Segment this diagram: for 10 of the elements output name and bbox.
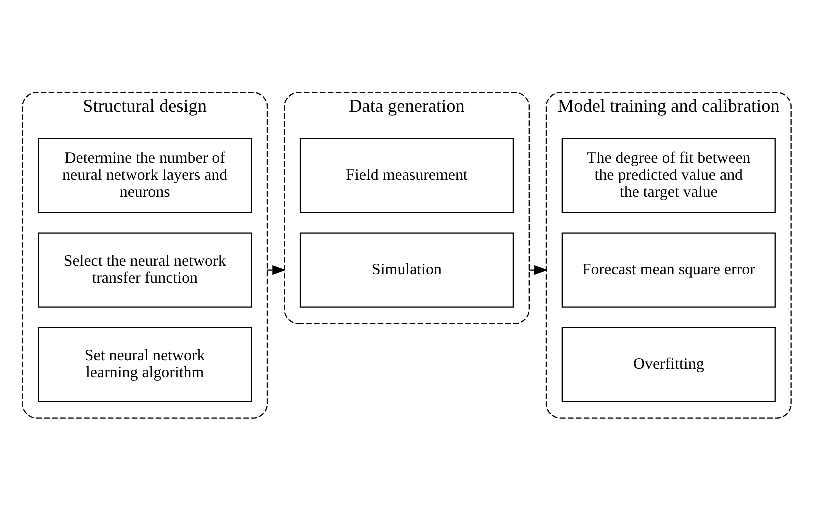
node-box: Set neural network learning algorithm (38, 327, 252, 402)
arrow (529, 266, 548, 276)
arrow (268, 266, 286, 276)
node-box: Select the neural network transfer function (38, 232, 252, 308)
node-box: Overfitting (562, 327, 776, 402)
node-box: The degree of fit between the predicted value and the target value (562, 138, 776, 214)
node-box: Field measurement (300, 138, 514, 214)
node-box: Forecast mean square error (562, 232, 776, 308)
node-box: Simulation (300, 232, 514, 308)
node-box: Determine the number of neural network layers and neurons (38, 138, 252, 214)
